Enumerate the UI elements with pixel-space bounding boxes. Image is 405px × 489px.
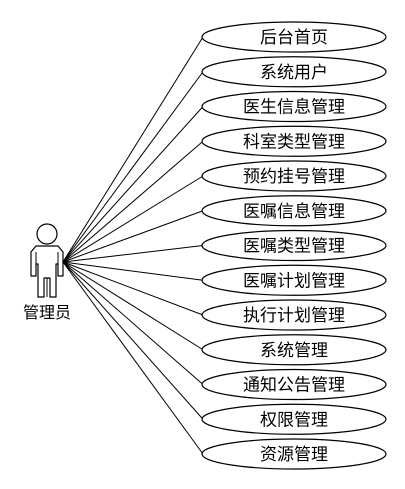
- association-line: [62, 140, 204, 263]
- use-case: 医生信息管理: [201, 90, 387, 123]
- use-case: 医嘱计划管理: [201, 264, 387, 296]
- use-case: 资源管理: [201, 438, 387, 470]
- use-case-ellipse: [201, 438, 387, 470]
- use-case-list: 后台首页系统用户医生信息管理科室类型管理预约挂号管理医嘱信息管理医嘱类型管理医嘱…: [201, 21, 387, 470]
- use-case: 系统管理: [201, 334, 387, 366]
- use-case-ellipse: [201, 229, 387, 262]
- use-case-ellipse: [201, 160, 387, 192]
- use-case-label: 后台首页: [260, 28, 328, 48]
- actor-head: [36, 223, 58, 245]
- association-line: [62, 36, 204, 263]
- use-case-label: 系统管理: [260, 341, 328, 361]
- use-case-label: 医嘱信息管理: [243, 202, 345, 222]
- use-case-label: 系统用户: [260, 63, 328, 83]
- use-case-label: 预约挂号管理: [243, 167, 345, 187]
- use-case-ellipse: [201, 125, 387, 157]
- association-line: [62, 261, 204, 351]
- use-case-ellipse: [201, 264, 387, 296]
- use-case-ellipse: [201, 334, 387, 366]
- use-case: 系统用户: [201, 56, 387, 88]
- use-case: 通知公告管理: [201, 368, 387, 401]
- association-line: [62, 261, 204, 281]
- association-line: [62, 261, 204, 420]
- use-case: 后台首页: [201, 21, 387, 53]
- association-line: [62, 71, 204, 263]
- association-line: [62, 261, 204, 455]
- use-case: 执行计划管理: [201, 299, 387, 331]
- use-case-label: 医嘱类型管理: [243, 237, 345, 257]
- use-case-label: 资源管理: [260, 445, 328, 465]
- association-line: [62, 261, 204, 385]
- use-case-label: 科室类型管理: [243, 132, 345, 152]
- association-line: [62, 210, 204, 263]
- use-case-ellipse: [201, 299, 387, 331]
- use-case-label: 医嘱计划管理: [243, 271, 345, 291]
- use-case-ellipse: [201, 90, 387, 123]
- use-case-label: 权限管理: [260, 410, 328, 430]
- use-case: 权限管理: [201, 403, 387, 435]
- association-lines: [62, 36, 204, 455]
- use-case-ellipse: [201, 21, 387, 53]
- use-case-ellipse: [201, 403, 387, 435]
- use-case: 科室类型管理: [201, 125, 387, 157]
- use-case-label: 通知公告管理: [243, 376, 345, 396]
- use-case: 医嘱信息管理: [201, 195, 387, 227]
- use-case-label: 医生信息管理: [243, 98, 345, 118]
- use-case-ellipse: [201, 368, 387, 401]
- association-line: [62, 245, 204, 263]
- association-line: [62, 175, 204, 263]
- actor-label: 管理员: [23, 303, 71, 322]
- use-case-label: 执行计划管理: [243, 306, 345, 326]
- association-line: [62, 106, 204, 263]
- use-case-ellipse: [201, 195, 387, 227]
- use-case-ellipse: [201, 56, 387, 88]
- use-case: 预约挂号管理: [201, 160, 387, 192]
- association-line: [62, 261, 204, 316]
- actor-admin: 管理员: [23, 223, 71, 322]
- actor-body: [30, 245, 64, 298]
- use-case: 医嘱类型管理: [201, 229, 387, 262]
